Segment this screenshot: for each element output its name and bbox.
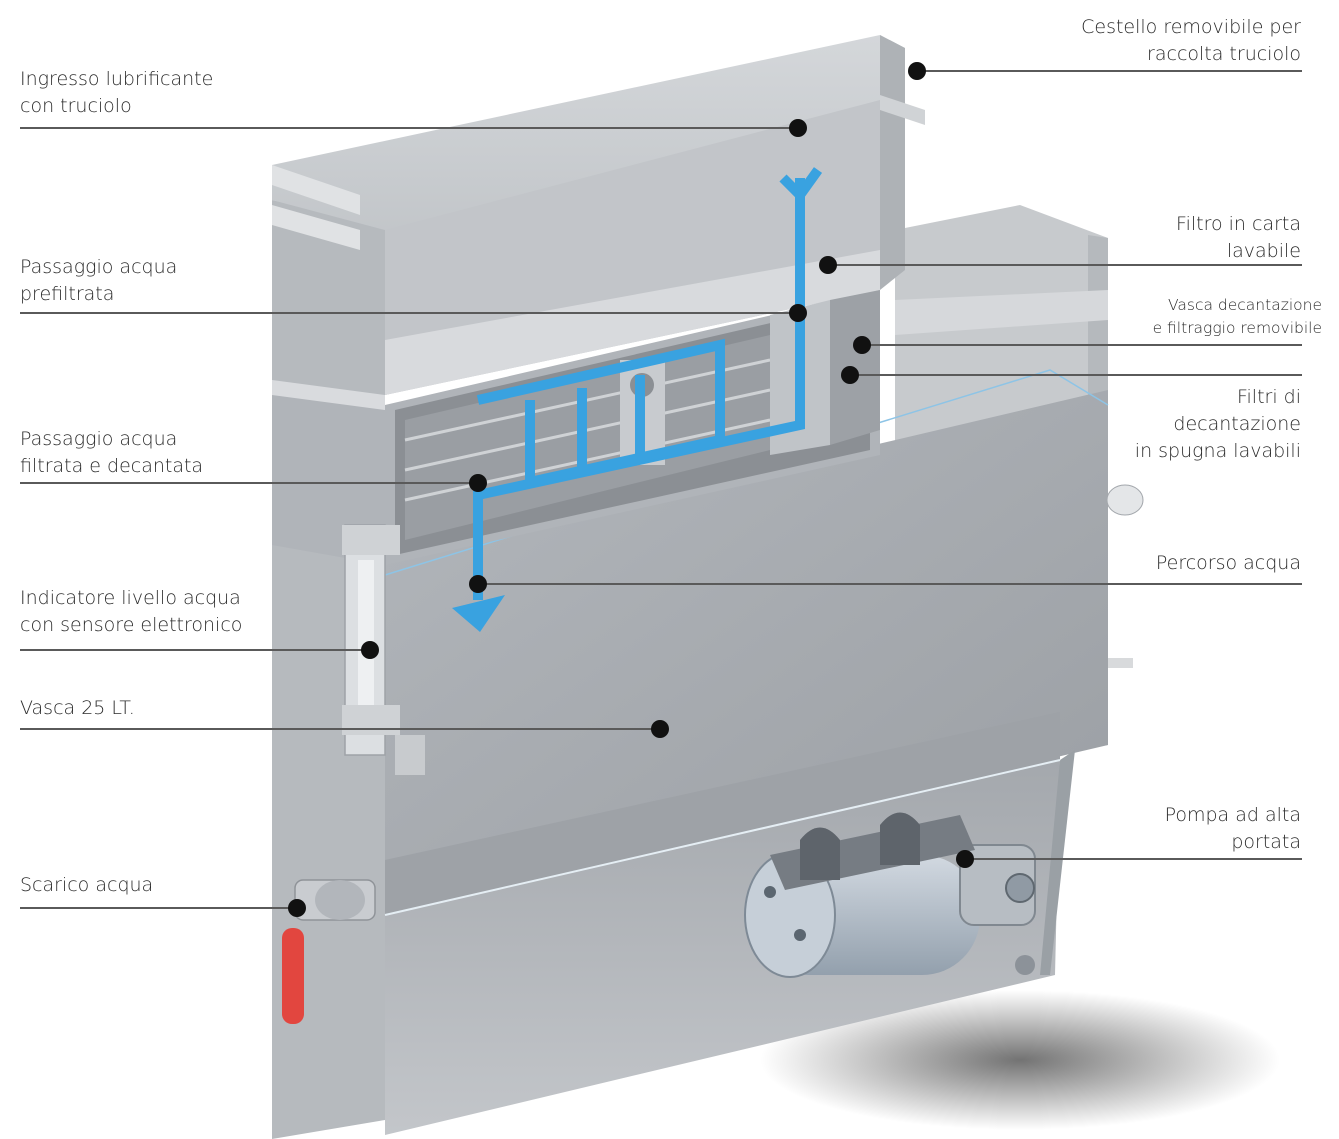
label-filtri-spugna: Filtri di decantazione in spugna lavabil… — [1134, 386, 1301, 462]
leader-lines — [20, 70, 1302, 909]
removable-basket — [272, 35, 925, 395]
label-indicatore-livello: Indicatore livello acqua con sensore ele… — [20, 587, 243, 636]
water-flow-arrowhead — [452, 595, 505, 632]
marker-dot — [908, 62, 926, 80]
marker-dot — [288, 899, 306, 917]
label-scarico-acqua: Scarico acqua — [20, 874, 154, 896]
marker-dot — [853, 336, 871, 354]
label-filtro-carta: Filtro in carta lavabile — [1176, 213, 1301, 262]
side-fitting — [1106, 484, 1144, 516]
label-passaggio-filtrata: Passaggio acqua filtrata e decantata — [20, 428, 204, 477]
label-passaggio-prefiltrata: Passaggio acqua prefiltrata — [20, 256, 178, 305]
label-cestello-removibile: Cestello removibile per raccolta truciol… — [1081, 16, 1301, 65]
marker-dot — [819, 256, 837, 274]
marker-dot — [469, 474, 487, 492]
marker-dot — [956, 850, 974, 868]
label-percorso-acqua: Percorso acqua — [1155, 552, 1301, 574]
label-pompa: Pompa ad alta portata — [1164, 804, 1301, 853]
water-level-indicator — [342, 524, 425, 775]
marker-dot — [361, 641, 379, 659]
drain-valve-icon — [282, 879, 376, 1024]
marker-dot — [841, 366, 859, 384]
marker-dots — [288, 62, 974, 917]
pump-icon — [744, 812, 1036, 978]
marker-dot — [789, 304, 807, 322]
label-vasca: Vasca 25 LT. — [20, 697, 135, 719]
marker-dot — [469, 575, 487, 593]
marker-dot — [789, 119, 807, 137]
floor-shadow — [760, 990, 1280, 1130]
side-fitting — [1108, 658, 1133, 668]
label-vasca-decantazione: Vasca decantazione e filtraggio removibi… — [1152, 296, 1322, 337]
marker-dot — [651, 720, 669, 738]
water-flow-arrow — [473, 167, 823, 600]
label-ingresso-lubrificante: Ingresso lubrificante con truciolo — [20, 68, 214, 117]
